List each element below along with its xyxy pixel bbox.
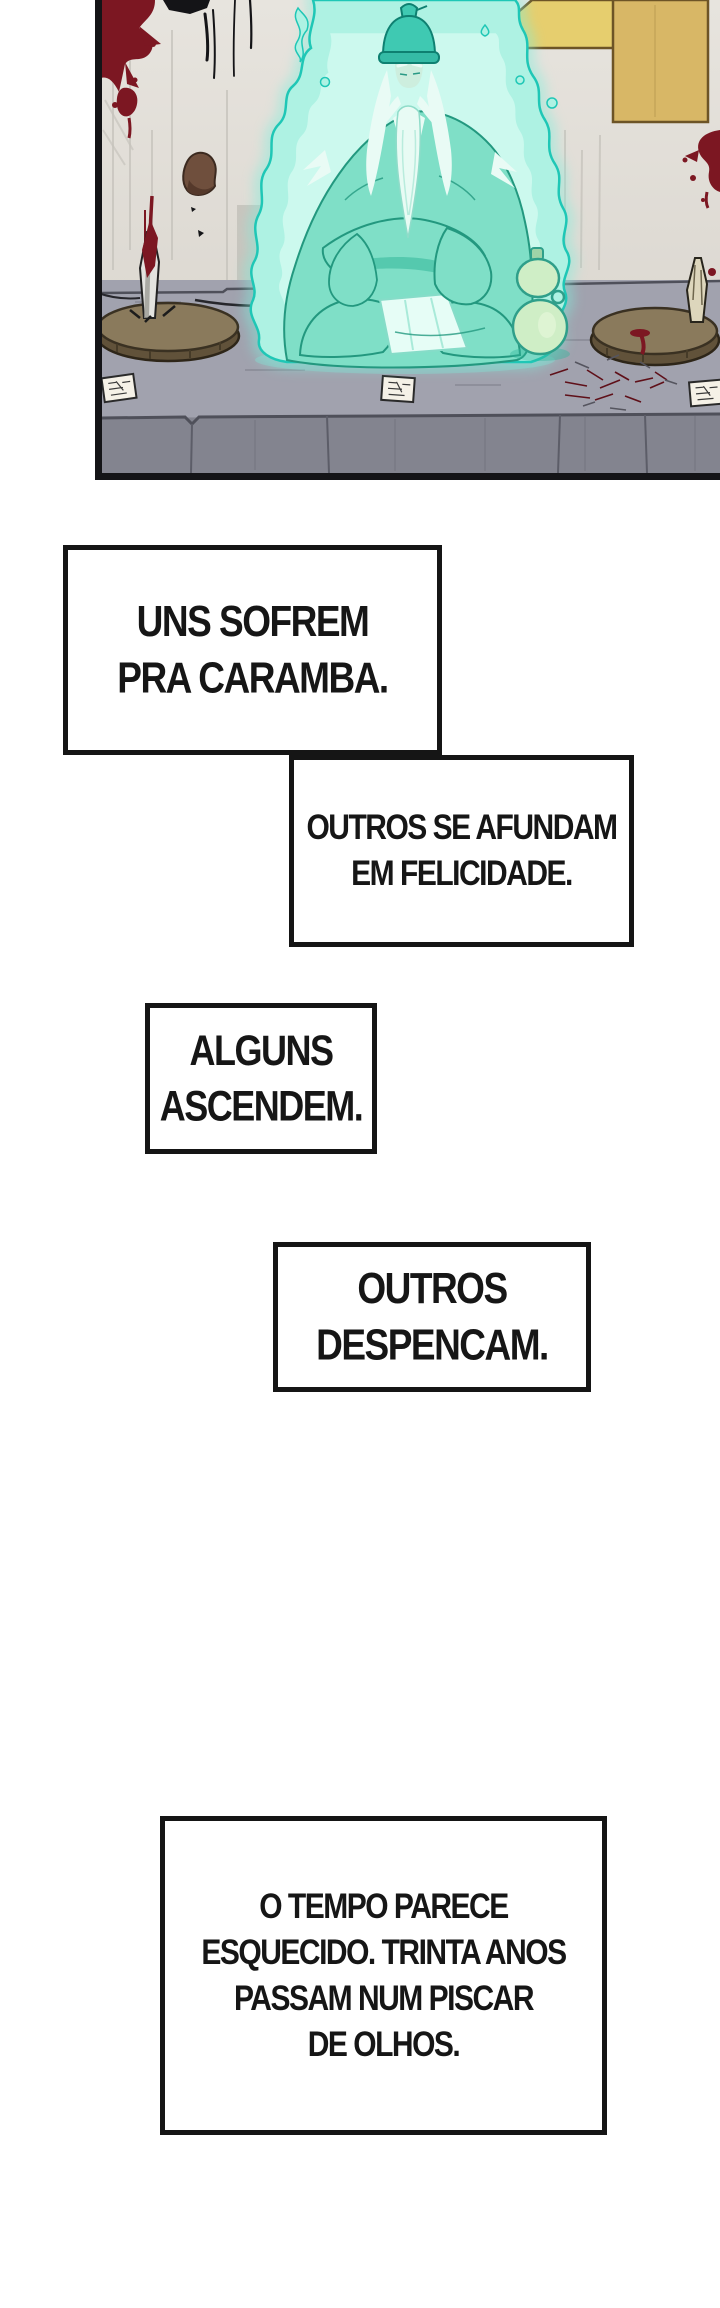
blood-splatter-right [682, 130, 720, 209]
caption-box-5: O TEMPO PARECE ESQUECIDO. TRINTA ANOS PA… [160, 1816, 607, 2135]
hair-right [427, 70, 452, 196]
caption-line: ESQUECIDO. TRINTA ANOS [201, 1933, 567, 1972]
meditating-elder [283, 3, 534, 369]
black-hat-silhouette [163, 0, 253, 79]
debris-chunk [182, 151, 217, 237]
hair-spikes-right [491, 152, 517, 188]
caption-box-1: UNS SOFREM PRA CARAMBA. [63, 545, 442, 755]
ghost-spirit [243, 0, 577, 374]
caption-line: OUTROS SE AFUNDAM [306, 808, 618, 848]
blood-scratches-floor [549, 354, 678, 411]
hair-spikes-left [303, 150, 331, 186]
caption-line: PRA CARAMBA. [117, 653, 389, 702]
sword-spike-right [630, 257, 716, 355]
aura-wisps [294, 6, 558, 109]
floor-talisman [100, 372, 138, 404]
mustache-left [381, 96, 401, 128]
gourd [510, 247, 570, 361]
caption-line: EM FELICIDADE. [351, 854, 573, 894]
caption-line: ALGUNS [189, 1025, 334, 1075]
caption-box-3: ALGUNS ASCENDEM. [145, 1003, 377, 1154]
caption-line: ASCENDEM. [159, 1080, 364, 1130]
straw-mat-right [589, 306, 720, 367]
sword-spike-left [129, 219, 176, 323]
caption-line: OUTROS [357, 1263, 508, 1313]
hair-left [366, 70, 391, 196]
caption-box-4: OUTROS DESPENCAM. [273, 1242, 591, 1392]
caption-box-2: OUTROS SE AFUNDAM EM FELICIDADE. [289, 755, 634, 947]
yellow-paper-talismans [500, 0, 710, 124]
floor-front-ledge [101, 412, 720, 474]
panel-illustration [95, 0, 720, 480]
white-cloth [378, 292, 469, 356]
caption-line: O TEMPO PARECE [259, 1887, 509, 1926]
elder-head [366, 3, 452, 239]
caption-line: PASSAM NUM PISCAR [234, 1979, 534, 2018]
comic-panel [0, 0, 720, 480]
hat-band [378, 51, 440, 64]
hat-dome [381, 14, 437, 57]
mustache-right [417, 96, 437, 128]
panel-border [95, 0, 720, 480]
straw-mat-left [95, 301, 241, 363]
caption-line: UNS SOFREM [136, 596, 370, 646]
floor-talisman [687, 378, 720, 408]
caption-line: DESPENCAM. [316, 1320, 549, 1369]
caption-line: DE OLHOS. [307, 2025, 461, 2064]
floor-talisman [380, 374, 416, 404]
